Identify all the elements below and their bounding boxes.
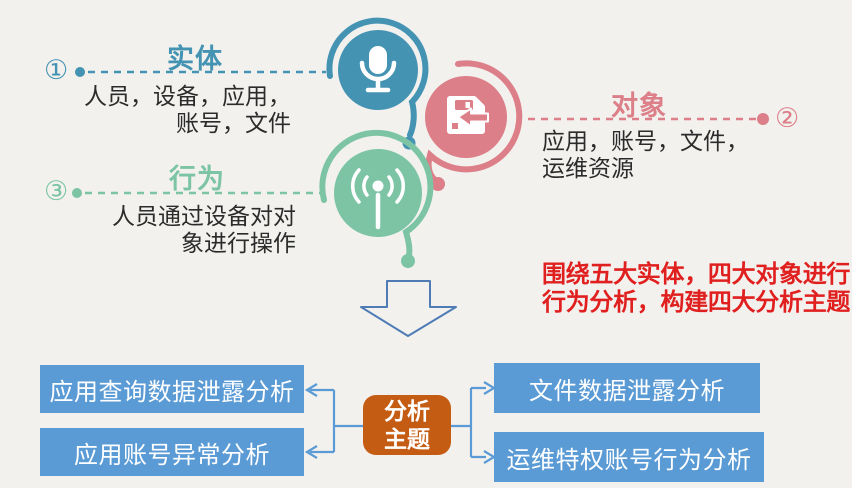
object-desc-line-1: 应用，账号，文件， [542,128,749,154]
microphone-icon [359,46,397,93]
summary-note: 围绕五大实体，四大对象进行 行为分析，构建四大分析主题 [542,261,850,317]
entity-leader-line [75,67,326,77]
entity-title: 实体 [167,44,223,74]
entity-desc-line-1: 人员，设备，应用， [84,83,291,109]
hub-line-2: 主题 [384,426,430,452]
analysis-hub: 分析 主题 [363,395,451,455]
down-arrow [360,280,457,337]
theme-box-app-query-leak: 应用查询数据泄露分析 [40,365,304,413]
behavior-leader-line [72,188,324,198]
behavior-desc-line-2: 象进行操作 [181,230,296,256]
theme-box-ops-privileged-account: 运维特权账号行为分析 [494,432,764,482]
entity-description: 人员，设备，应用， 账号，文件 [84,83,291,137]
entity-desc-line-2: 账号，文件 [176,110,291,136]
behavior-desc-line-1: 人员通过设备对对 [112,203,296,229]
broadcast-antenna-icon [351,168,405,230]
behavior-marker: ③ [44,176,69,206]
object-description: 应用，账号，文件， 运维资源 [542,128,749,182]
arrowhead-left-bottom [304,445,318,459]
object-marker: ② [775,103,800,133]
summary-note-line-2: 行为分析，构建四大分析主题 [542,289,851,316]
behavior-title: 行为 [169,164,225,194]
object-leader-line [528,113,769,125]
left-connector [304,383,363,459]
object-circle [425,60,523,191]
arrowhead-left-top [304,383,318,397]
object-title: 对象 [611,91,667,121]
behavior-circle [319,129,434,268]
entity-circle [326,17,429,150]
hub-line-1: 分析 [384,398,430,424]
summary-note-line-1: 围绕五大实体，四大对象进行 [542,261,851,288]
theme-box-app-account-anomaly: 应用账号异常分析 [40,428,304,476]
theme-box-file-leak: 文件数据泄露分析 [494,363,760,413]
object-desc-line-2: 运维资源 [542,155,634,181]
entity-marker: ① [44,55,69,85]
right-connector [451,381,497,464]
save-floppy-icon [447,96,489,134]
behavior-description: 人员通过设备对对 象进行操作 [112,203,296,257]
